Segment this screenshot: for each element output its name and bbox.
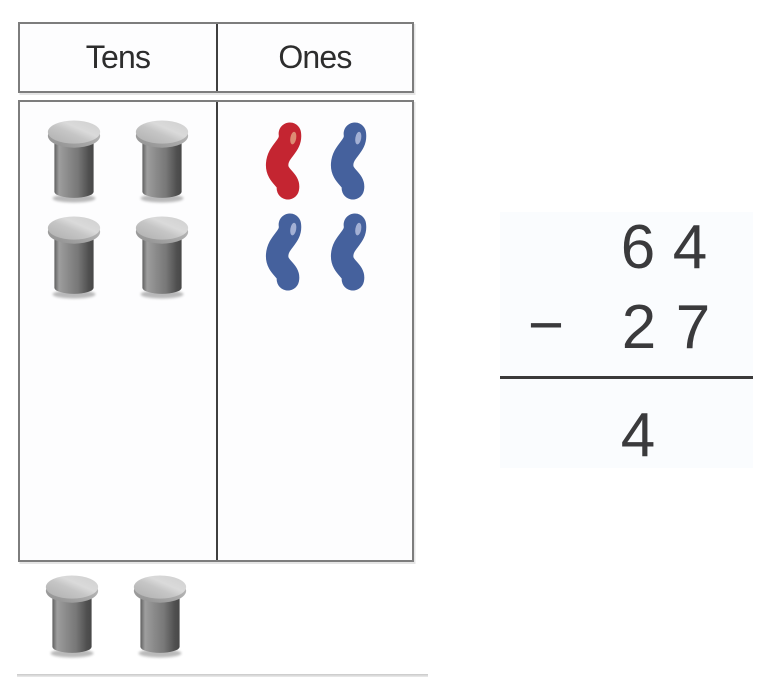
removed-tens-area [18,571,414,660]
place-value-body [18,100,414,562]
ones-column-label: Ones [278,39,352,75]
cup-icon [46,212,102,301]
blue-bean-icon [264,212,304,292]
result-tens-digit: 4 [620,401,656,470]
minuend-tens-digit: 6 [620,213,656,282]
minuend-ones-digit: 4 [672,213,708,282]
cup-icon [44,571,100,660]
place-value-header: Tens Ones [18,22,414,93]
blue-bean-icon [329,212,369,292]
ones-area [218,102,412,560]
page-bottom-rule [17,674,428,677]
cup-icon [132,571,188,660]
tens-area [20,102,218,560]
subtrahend-ones-digit: 7 [675,293,711,362]
ones-header-cell: Ones [218,24,412,91]
cup-icon [134,116,190,205]
tens-column-label: Tens [85,39,151,75]
tens-header-cell: Tens [20,24,218,91]
blue-bean-icon [329,121,369,201]
red-bean-icon [264,121,304,201]
cup-icon [134,212,190,301]
subtraction-problem: 6 4 − 2 7 4 [500,212,753,468]
cup-icon [46,116,102,205]
subtrahend-tens-digit: 2 [621,293,657,362]
minus-sign: − [527,291,565,360]
answer-line [500,376,753,379]
